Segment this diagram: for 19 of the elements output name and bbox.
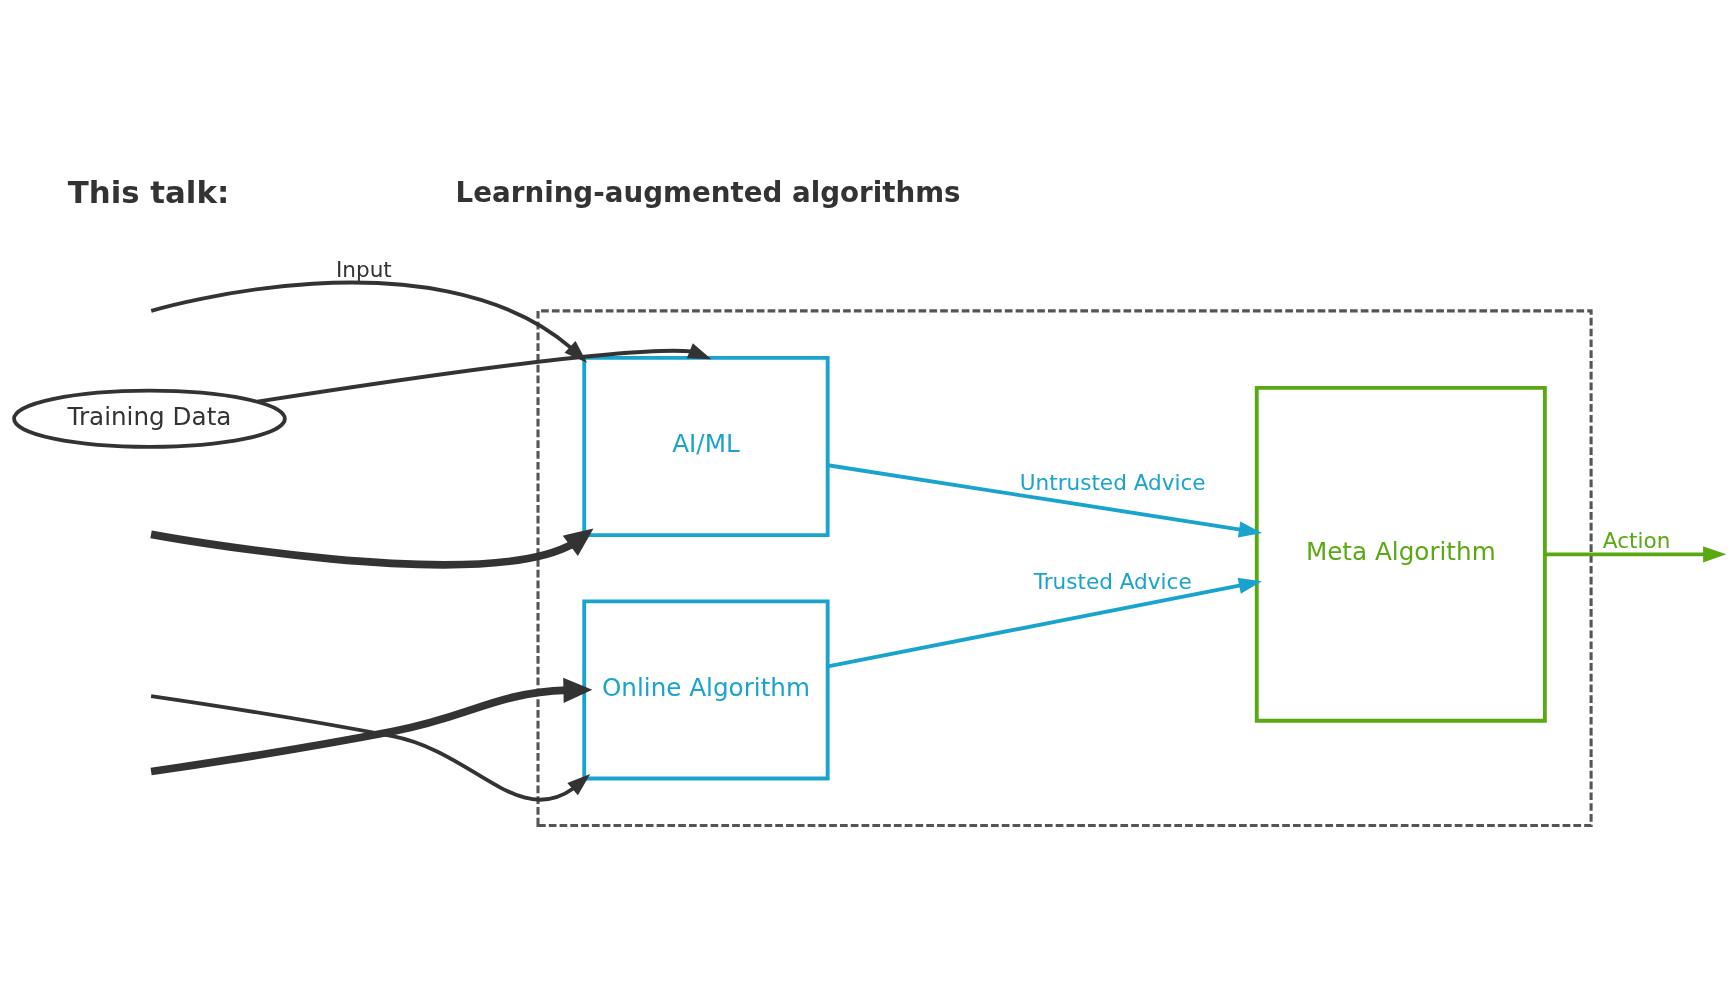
node-box: AI/ML (582, 355, 830, 537)
arrow (150, 528, 594, 568)
node-ellipse: Training Data (12, 388, 287, 449)
arrow (1545, 545, 1727, 562)
arrow (827, 577, 1262, 668)
node-box: Online Algorithm (582, 598, 830, 780)
cluster (536, 308, 1593, 827)
arrow (150, 693, 591, 801)
edge-label: Trusted Advice (1033, 568, 1192, 594)
arrow (827, 462, 1262, 537)
arrow (150, 677, 593, 775)
arrow (150, 280, 587, 363)
node-box: Meta Algorithm (1254, 385, 1547, 723)
label: Learning-augmented algorithms (455, 175, 961, 209)
edge-label: Untrusted Advice (1019, 469, 1206, 495)
edge-label: Action (1602, 527, 1671, 553)
label: This talk: (67, 173, 230, 210)
arrow (257, 342, 712, 404)
edge-label: Input (335, 256, 392, 282)
